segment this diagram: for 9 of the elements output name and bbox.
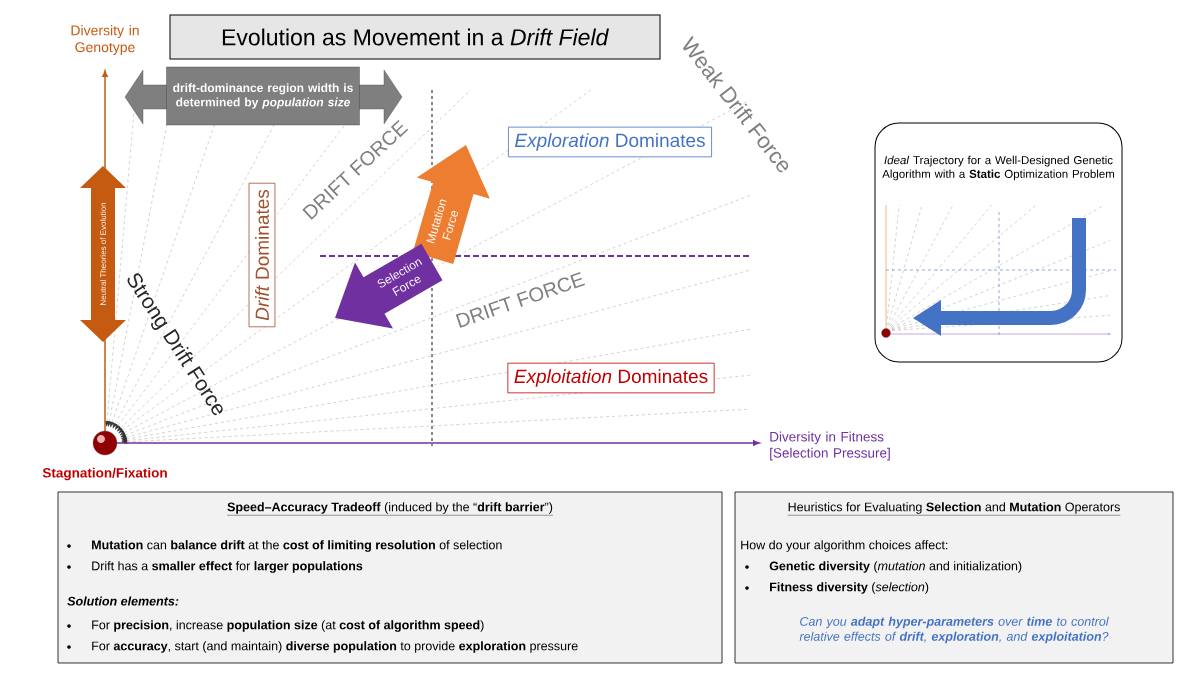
title-box: Evolution as Movement in a Drift Field [169,14,661,60]
region-label-box: Exploitation Dominates [507,362,715,394]
text-panel: Speed–Accuracy Tradeoff (induced by the “drift barrier”) Mutation can balance drift at the cost of limiting resolution of selection Drift has a smaller effect for larger populations Solution elements: For precision, increase population size (at cost of algorithm speed) For accuracy, start (and maintain) diverse population to provide exploration pressure [57,491,723,664]
region-label-box: Exploration Dominates [508,126,712,158]
axis-label: Diversity in Genotype [71,25,139,55]
region-label-box: Drift Dominates [248,182,276,328]
axis-label: Diversity in Fitness [Selection Pressure] [770,431,890,461]
inset-card: Ideal Trajectory for a Well-Designed Genetic Algorithm with a Static Optimization Problem [874,122,1123,363]
text-panel: Heuristics for Evaluating Selection and Mutation Operators How do your algorithm choices affect: Genetic diversity (mutation and initialization) Fitness diversity (selection) Can you adapt hyper-parameters over time to control relative effects of drift, exploration, and exploitation? [734,491,1174,664]
